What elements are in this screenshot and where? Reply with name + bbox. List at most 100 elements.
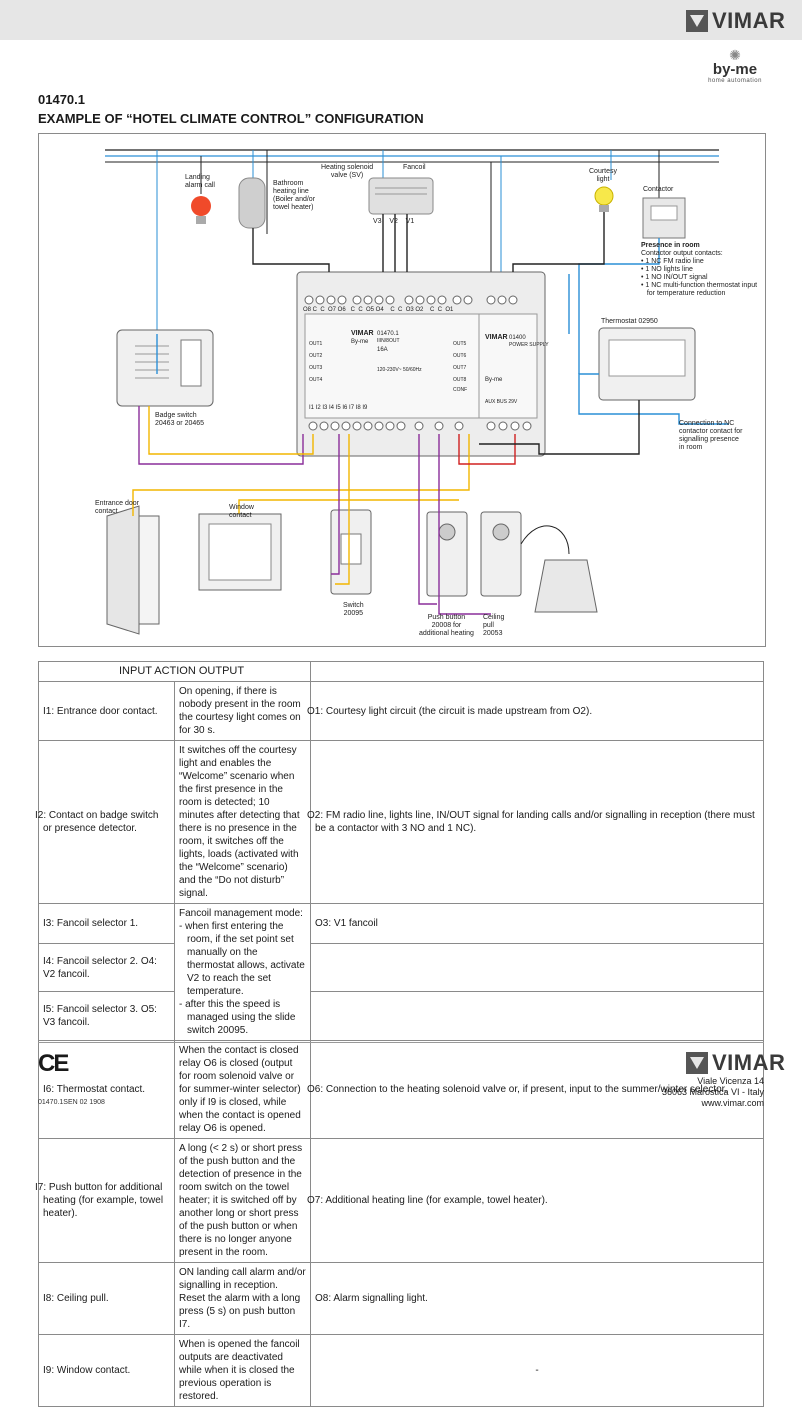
module-ps-code: 01400	[509, 335, 526, 341]
byme-logo: ✺ by-me home automation	[700, 48, 770, 96]
fancoil-mode-title: Fancoil management mode:	[179, 908, 303, 919]
presence-title: Presence in room	[641, 242, 700, 249]
burst-icon: ✺	[729, 47, 741, 63]
input-cell: I4: Fancoil selector 2. O4: V2 fancoil.	[38, 942, 175, 993]
bus-label: AUX BUS 29V	[485, 399, 518, 405]
input-cell: I6: Thermostat contact.	[38, 1040, 175, 1139]
contactor-label: Contactor	[643, 186, 674, 193]
top-bar	[0, 0, 802, 40]
entrance-door-label: Entrance door contact	[95, 500, 139, 515]
courtesy-light-label: Courtesy light	[589, 168, 618, 183]
module-ps-desc: POWER SUPPLY	[509, 342, 549, 348]
switch-label: Switch 20095	[343, 602, 364, 617]
module-main-voltage: 120-230V~ 50/60Hz	[377, 367, 422, 373]
out-label-4: OUT4	[309, 377, 323, 383]
ceiling-pull-label: Ceiling pull 20053	[483, 614, 505, 637]
input-cell: I3: Fancoil selector 1.	[38, 903, 175, 944]
wiring-diagram: Landing alarm call Bathroom heating line…	[38, 133, 766, 647]
fancoil-label: Fancoil	[403, 164, 426, 171]
action-cell: ON landing call alarm and/or signalling …	[174, 1262, 311, 1335]
presence-contacts-list: Contactor output contacts: • 1 NC FM rad…	[641, 250, 758, 297]
fancoil-mode-step-2: - after this the speed is managed using …	[179, 999, 296, 1036]
company-address: Viale Vicenza 14 36063 Marostica VI - It…	[600, 1076, 764, 1109]
out-label-7: OUT7	[453, 365, 467, 371]
action-cell: On opening, if there is nobody present i…	[174, 681, 311, 741]
window-contact-label: Window contact	[229, 504, 254, 519]
table-row: I9: Window contact. When is opened the f…	[38, 1334, 764, 1407]
byme-tagline: home automation	[708, 78, 762, 84]
conf-label: CONF	[453, 387, 468, 393]
push-button-label: Push button 20008 for additional heating	[419, 614, 474, 637]
module-ps-brand: VIMAR	[485, 334, 508, 341]
footer-divider	[38, 1042, 764, 1043]
thermostat-label: Thermostat 02950	[601, 318, 658, 325]
fancoil-speed-labels: V3 V2 V1	[373, 218, 415, 225]
output-cell-empty	[310, 942, 764, 993]
vimar-logo-bottom: VIMAR	[686, 1050, 785, 1076]
out-label-5: OUT5	[453, 341, 467, 347]
byme-name: by-me	[712, 61, 758, 78]
output-cell: -	[310, 1334, 764, 1407]
action-cell: When the contact is closed relay O6 is c…	[174, 1040, 311, 1139]
module-main-code: 01470.1	[377, 331, 399, 337]
bottom-terminal-labels: I1 I2 I3 I4 I5 I6 I7 I8 I9	[309, 405, 368, 411]
fancoil-action-cell: Fancoil management mode: - when first en…	[174, 903, 311, 1041]
address-line-2: 36063 Marostica VI - Italy	[661, 1087, 764, 1097]
table-header-row: INPUT ACTION OUTPUT	[38, 661, 764, 682]
vimar-logo-top: VIMAR	[686, 8, 785, 34]
vimar-wordmark: VIMAR	[712, 8, 786, 33]
action-cell: When is opened the fancoil outputs are d…	[174, 1334, 311, 1407]
module-main-current: 16A	[377, 347, 388, 353]
table-row: I8: Ceiling pull. ON landing call alarm …	[38, 1262, 764, 1335]
output-cell: O1: Courtesy light circuit (the circuit …	[307, 681, 764, 741]
action-cell: It switches off the courtesy light and e…	[174, 740, 311, 904]
solenoid-label: Heating solenoid valve (SV)	[321, 164, 374, 179]
table-row: I2: Contact on badge switch or presence …	[35, 740, 764, 904]
input-cell: I2: Contact on badge switch or presence …	[35, 740, 175, 904]
out-label-6: OUT6	[453, 353, 467, 359]
table-row: I1: Entrance door contact. On opening, i…	[38, 681, 764, 741]
wiring-svg	[105, 149, 729, 635]
ce-mark: CE	[38, 1050, 69, 1077]
out-label-2: OUT2	[309, 353, 323, 359]
top-terminal-labels: O8 C C O7 O6 C C O5 O4 C C O3 O2 C C O1	[303, 307, 454, 313]
module-main-brand: VIMAR	[351, 330, 374, 337]
out-label-3: OUT3	[309, 365, 323, 371]
table-row: I3: Fancoil selector 1. Fancoil manageme…	[38, 903, 764, 1041]
module-main-desc: IIIN/8OUT	[377, 338, 400, 344]
website-link[interactable]: www.vimar.com	[701, 1098, 764, 1108]
table-row: I4: Fancoil selector 2. O4: V2 fancoil.	[38, 942, 764, 993]
out-label-1: OUT1	[309, 341, 323, 347]
input-cell: I9: Window contact.	[38, 1334, 175, 1407]
module-ps-sub: By-me	[485, 377, 503, 383]
table-header-empty	[310, 661, 764, 682]
landing-alarm-label: Landing alarm call	[185, 174, 215, 189]
output-cell: O8: Alarm signalling light.	[310, 1262, 764, 1335]
output-cell: O3: V1 fancoil	[310, 903, 764, 944]
input-cell: I7: Push button for additional heating (…	[35, 1138, 175, 1263]
module-main-sub: By-me	[351, 339, 369, 345]
document-reference: 01470.1SEN 02 1908	[38, 1099, 105, 1106]
input-cell: I1: Entrance door contact.	[38, 681, 175, 741]
badge-switch-label: Badge switch 20463 or 20465	[155, 412, 205, 427]
bathroom-heating-label: Bathroom heating line (Boiler and/or tow…	[273, 180, 316, 211]
output-cell: O2: FM radio line, lights line, IN/OUT s…	[307, 740, 764, 904]
page-title: EXAMPLE OF “HOTEL CLIMATE CONTROL” CONFI…	[38, 111, 424, 126]
io-table: INPUT ACTION OUTPUT I1: Entrance door co…	[35, 661, 764, 1407]
action-cell: A long (< 2 s) or short press of the pus…	[174, 1138, 311, 1263]
table-header: INPUT ACTION OUTPUT	[38, 661, 311, 682]
product-code: 01470.1	[38, 92, 85, 107]
output-cell: O7: Additional heating line (for example…	[307, 1138, 764, 1263]
vimar-mark-icon	[686, 10, 708, 32]
fancoil-mode-step-1: - when first entering the room, if the s…	[179, 921, 305, 997]
connection-nc-label: Connection to NC contactor contact for s…	[679, 420, 743, 451]
table-row: I5: Fancoil selector 3. O5: V3 fancoil.	[38, 991, 764, 1041]
output-cell-empty	[310, 991, 764, 1041]
vimar-mark-icon	[686, 1052, 708, 1074]
table-row: I7: Push button for additional heating (…	[35, 1138, 764, 1263]
address-line-1: Viale Vicenza 14	[697, 1076, 764, 1086]
out-label-8: OUT8	[453, 377, 467, 383]
input-cell: I5: Fancoil selector 3. O5: V3 fancoil.	[38, 991, 175, 1041]
vimar-wordmark: VIMAR	[712, 1050, 786, 1075]
input-cell: I8: Ceiling pull.	[38, 1262, 175, 1335]
